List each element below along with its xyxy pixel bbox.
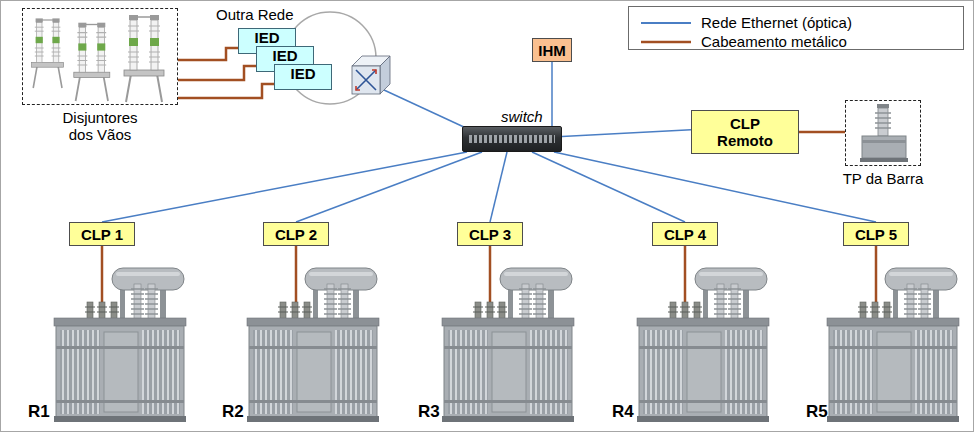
- ethernet-link: [102, 152, 467, 222]
- illustration-part: [442, 268, 574, 422]
- illustration-part: [124, 15, 164, 102]
- legend-line-sample: [635, 32, 695, 52]
- illustration-part: [356, 70, 376, 90]
- illustration-part: [295, 246, 298, 302]
- illustration-part: [827, 268, 959, 422]
- legend-text: Cabeamento metálico: [701, 33, 847, 51]
- legend-line: [641, 22, 691, 24]
- ethernet-link: [554, 152, 876, 222]
- illustration-part: [860, 158, 908, 162]
- vt-box: TP da Barra: [845, 100, 921, 166]
- legend-line-sample: [635, 13, 695, 33]
- plc-box: CLP 2: [263, 222, 329, 246]
- switch-ports: [469, 135, 555, 143]
- node-text: CLP 2: [275, 226, 317, 243]
- illustration-part: [352, 66, 380, 94]
- illustration-part: [875, 246, 878, 302]
- illustration-part: [862, 140, 906, 143]
- node-text: Disjuntores dos Vãos: [52, 109, 148, 143]
- ethernet-link: [296, 152, 482, 222]
- router-icon: [352, 56, 390, 94]
- plc-box: CLP 5: [843, 222, 909, 246]
- illustration-part: [489, 246, 492, 302]
- legend-row: Cabeamento metálico: [629, 32, 963, 52]
- illustration-part: [54, 268, 186, 422]
- plc-box: CLP 1: [69, 222, 135, 246]
- node-text: CLP 5: [855, 226, 897, 243]
- illustration-part: [74, 23, 110, 101]
- node-text: TP da Barra: [843, 170, 924, 187]
- illustration-part: [101, 246, 104, 302]
- node-text: IED: [254, 30, 279, 46]
- unit-label: R3: [418, 402, 440, 422]
- node-text: IED: [272, 48, 297, 64]
- illustration-part: [32, 18, 64, 88]
- node-text: IED: [290, 66, 315, 82]
- ethernet-line: [384, 90, 466, 128]
- ied-box: IED: [274, 64, 332, 90]
- breaker-illustration: [32, 15, 164, 102]
- metal-cable: [178, 66, 256, 80]
- hmi-box: IHM: [532, 38, 572, 62]
- metal-cable: [799, 131, 845, 134]
- plc-box: CLP Remoto: [691, 110, 799, 154]
- transformer-illustration: [54, 268, 959, 422]
- ethernet-link: [490, 152, 507, 222]
- legend-line: [641, 41, 691, 44]
- metal-cable: [178, 48, 238, 60]
- metal-cable: [178, 84, 274, 98]
- legend-text: Rede Ethernet (óptica): [701, 14, 852, 32]
- legend-row: Rede Ethernet (óptica): [629, 13, 963, 33]
- unit-label: R1: [28, 402, 50, 422]
- illustration-part: [875, 113, 891, 128]
- unit-label: R5: [806, 402, 828, 422]
- tp-illustration: [860, 104, 908, 162]
- plc-box: CLP 3: [457, 222, 523, 246]
- illustration-part: [684, 246, 687, 302]
- illustration-part: [862, 136, 906, 158]
- node-text: CLP Remoto: [710, 115, 780, 149]
- illustration-part: [380, 56, 390, 94]
- illustration-part: [878, 108, 888, 136]
- node-text: CLP 4: [664, 226, 706, 243]
- unit-label: R4: [612, 402, 634, 422]
- ethernet-link: [562, 130, 691, 137]
- breaker-group-box: Disjuntores dos Vãos: [22, 8, 178, 105]
- network-switch: switch: [462, 126, 562, 152]
- illustration-part: [247, 268, 379, 422]
- illustration-part: [356, 70, 376, 90]
- node-text: CLP 1: [81, 226, 123, 243]
- ethernet-link: [532, 152, 685, 222]
- illustration-part: [877, 104, 889, 108]
- node-text: CLP 3: [469, 226, 511, 243]
- legend-box: Rede Ethernet (óptica)Cabeamento metálic…: [628, 6, 964, 50]
- ethernet-link: [551, 62, 553, 126]
- unit-label: R2: [222, 402, 244, 422]
- node-text: IHM: [538, 42, 566, 59]
- plc-box: CLP 4: [652, 222, 718, 246]
- node-text: switch: [501, 108, 543, 125]
- illustration-part: [637, 268, 769, 422]
- network-label: Outra Rede: [216, 6, 294, 24]
